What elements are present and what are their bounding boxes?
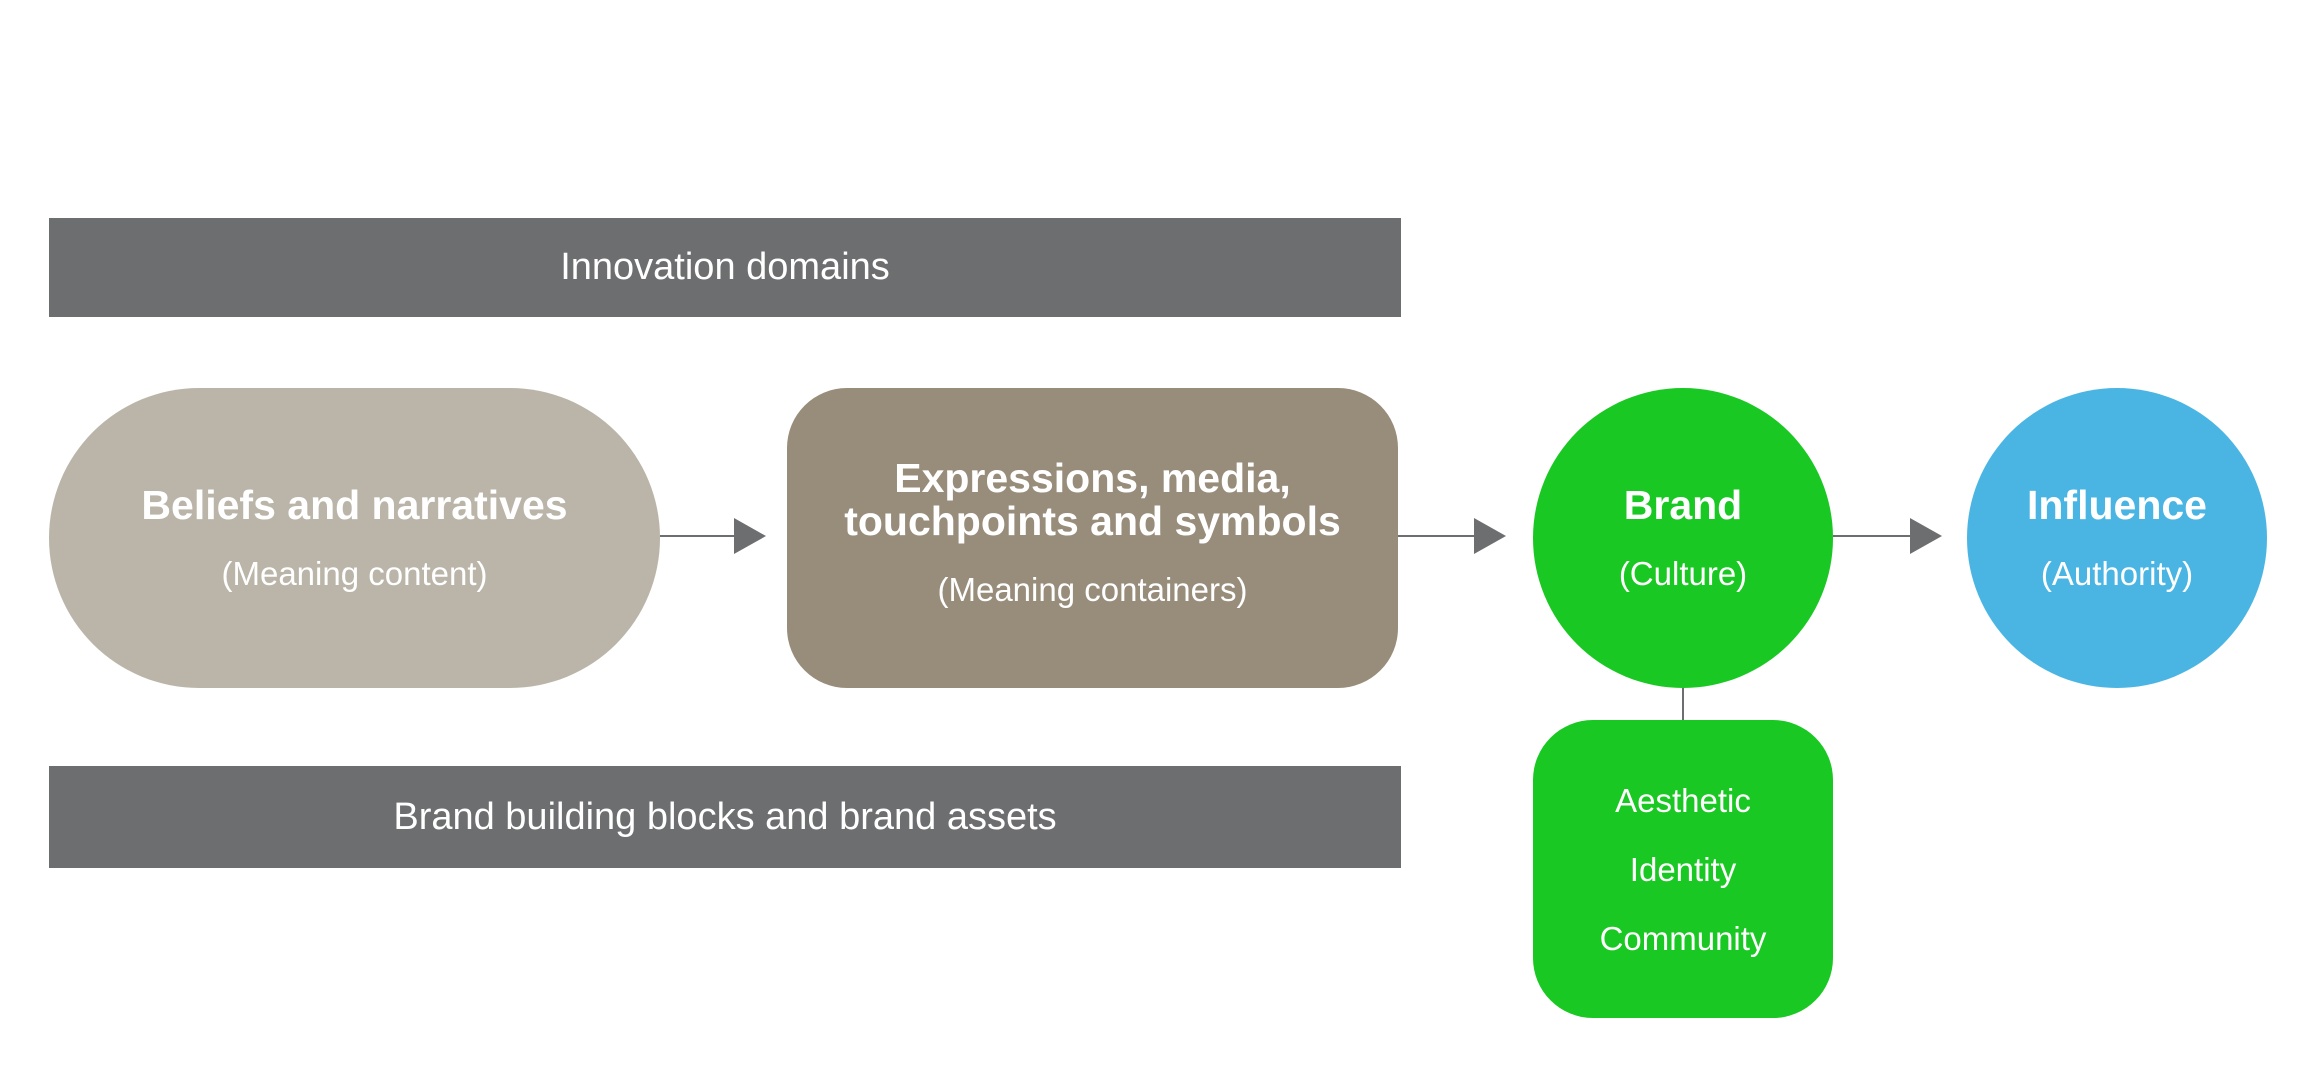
expressions-title-line2: touchpoints and symbols: [844, 498, 1341, 544]
brand-subtitle: (Culture): [1618, 554, 1748, 592]
innovation-domains-label: Innovation domains: [560, 246, 890, 288]
arrow-expressions-to-brand: [1398, 518, 1506, 554]
influence-subtitle: (Authority): [2040, 554, 2194, 592]
beliefs-title: Beliefs and narratives: [141, 481, 568, 528]
expressions-title: Expressions, media, touchpoints and symb…: [844, 457, 1341, 543]
arrow-brand-to-influence: [1833, 518, 1942, 554]
expressions-title-line1: Expressions, media,: [894, 455, 1291, 501]
brand-building-blocks-band: Brand building blocks and brand assets: [49, 766, 1401, 868]
attribute-identity: Identity: [1629, 850, 1737, 888]
influence-title: Influence: [2027, 481, 2207, 528]
innovation-domains-band: Innovation domains: [49, 218, 1401, 317]
attribute-aesthetic: Aesthetic: [1615, 781, 1751, 819]
brand-node: Brand (Culture): [1533, 388, 1833, 688]
expressions-subtitle: (Meaning containers): [937, 571, 1248, 608]
beliefs-subtitle: (Meaning content): [221, 554, 488, 592]
expressions-node: Expressions, media, touchpoints and symb…: [787, 388, 1398, 688]
arrow-beliefs-to-expressions: [660, 518, 766, 554]
attribute-community: Community: [1599, 919, 1767, 957]
influence-node: Influence (Authority): [1967, 388, 2267, 688]
brand-attributes-node: Aesthetic Identity Community: [1533, 720, 1833, 1018]
beliefs-node: Beliefs and narratives (Meaning content): [49, 388, 660, 688]
brand-building-blocks-label: Brand building blocks and brand assets: [393, 795, 1057, 838]
brand-title: Brand: [1623, 481, 1743, 528]
